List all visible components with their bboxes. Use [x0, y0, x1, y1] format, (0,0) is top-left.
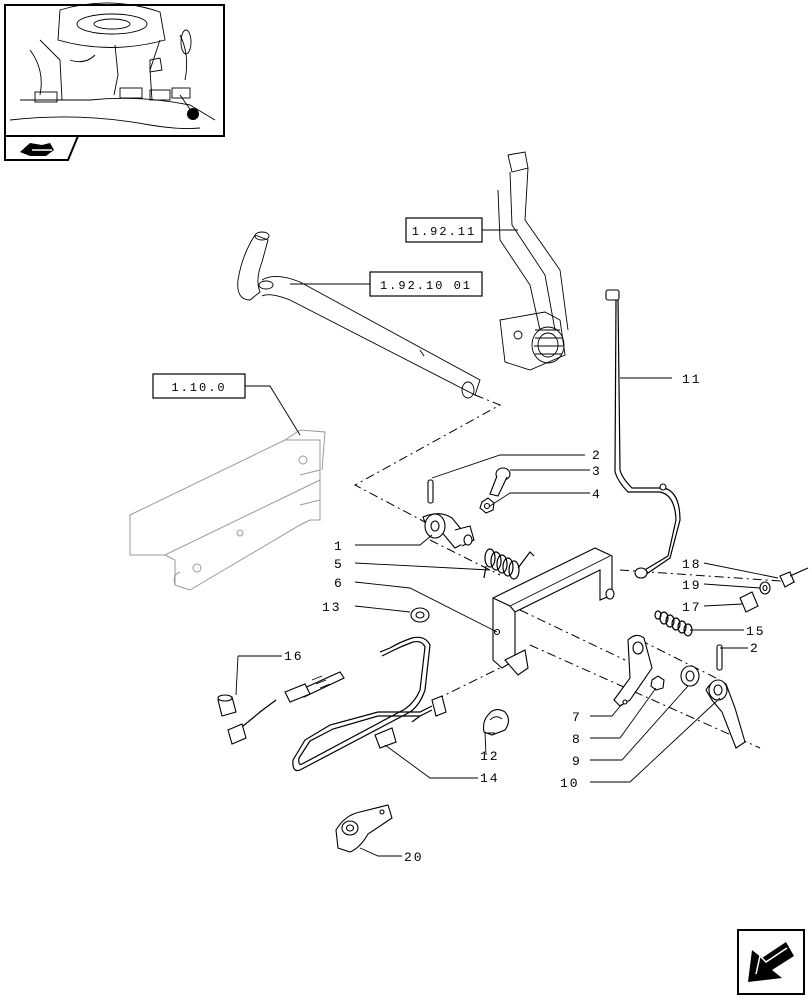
yoke-20 — [335, 804, 393, 853]
callout-20: 20 — [404, 850, 424, 865]
callout-18: 18 — [682, 557, 702, 572]
callout-2-upper: 2 — [592, 448, 602, 463]
ref-label-1-10-0: 1.10.0 — [171, 381, 226, 395]
callout-11: 11 — [682, 372, 702, 387]
washer-9 — [680, 665, 700, 687]
ref-box-1-92-11[interactable]: 1.92.11 — [405, 217, 483, 243]
callout-14: 14 — [480, 771, 500, 786]
callout-16: 16 — [284, 649, 304, 664]
callout-17: 17 — [682, 600, 702, 615]
cable-14 — [227, 636, 447, 772]
ref-label-1-92-10-01: 1.92.10 01 — [380, 279, 472, 293]
callout-13: 13 — [322, 600, 342, 615]
callout-7: 7 — [572, 710, 582, 725]
pin-2-lower — [716, 644, 723, 671]
nut-18 — [779, 567, 809, 588]
ref-box-1-92-10-01[interactable]: 1.92.10 01 — [369, 271, 483, 297]
lever-fork-1 — [422, 513, 475, 549]
callout-5: 5 — [334, 557, 344, 572]
cable-clip-12 — [482, 709, 510, 736]
callout-19: 19 — [682, 578, 702, 593]
lever-10 — [705, 679, 746, 749]
ghost-bracket-housing — [129, 429, 326, 591]
ref-box-1-10-0[interactable]: 1.10.0 — [152, 373, 246, 399]
pin-2-upper — [427, 479, 434, 504]
cable-end-cap-16 — [217, 694, 237, 717]
back-button[interactable] — [4, 135, 80, 161]
callout-2-lower: 2 — [750, 641, 760, 656]
washer-19 — [759, 581, 771, 595]
location-thumbnail[interactable] — [4, 2, 225, 137]
bolt-3 — [489, 467, 511, 497]
back-arrow-icon — [20, 143, 54, 156]
callout-10: 10 — [560, 776, 580, 791]
callout-3: 3 — [592, 464, 602, 479]
ghost-lever-rod — [237, 231, 481, 399]
leader-lines — [235, 229, 779, 857]
callout-9: 9 — [572, 754, 582, 769]
callout-12: 12 — [480, 749, 500, 764]
bracket-6 — [492, 547, 615, 676]
torsion-spring-5 — [483, 548, 535, 580]
callout-numbers: 11 2 3 4 1 5 6 13 16 18 19 17 15 2 7 8 9… — [284, 372, 766, 865]
ghost-pedal-arm — [497, 151, 569, 371]
lever-arm-7 — [613, 634, 653, 707]
clevis-17 — [739, 591, 759, 613]
next-page-arrow-icon — [748, 942, 794, 982]
callout-8: 8 — [572, 732, 582, 747]
control-rod-11 — [605, 289, 681, 579]
callout-6: 6 — [334, 576, 344, 591]
next-page-button[interactable] — [737, 929, 805, 995]
ref-label-1-92-11: 1.92.11 — [412, 225, 476, 239]
washer-13 — [410, 607, 430, 623]
callout-15: 15 — [746, 624, 766, 639]
callout-1: 1 — [334, 539, 344, 554]
callout-4: 4 — [592, 487, 602, 502]
location-dot — [187, 108, 199, 120]
nut-8 — [650, 675, 665, 691]
nut-4 — [479, 497, 495, 514]
